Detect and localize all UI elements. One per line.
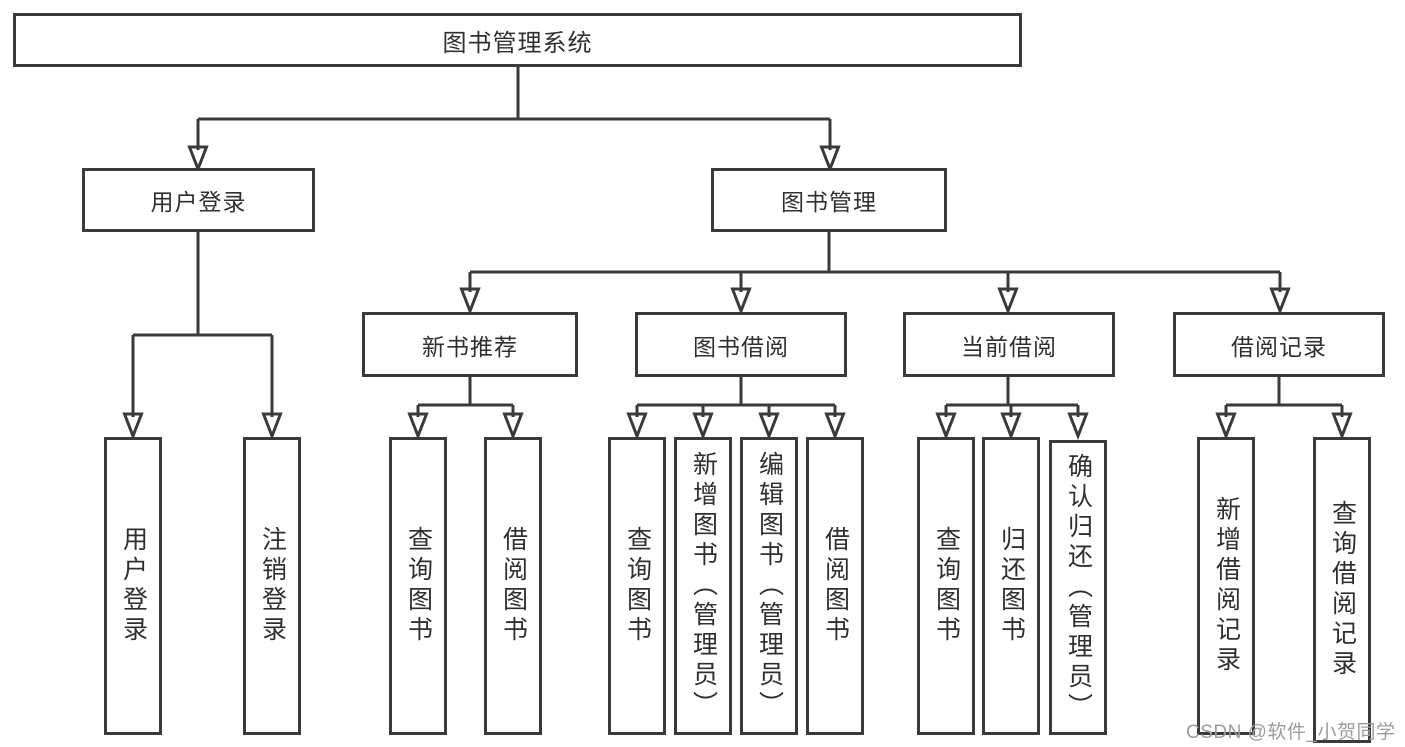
node-label: 借阅记录 (1231, 333, 1327, 360)
leaf-borrow-books: 借阅图书 (806, 437, 864, 735)
leaf-query-books-borrow: 查询图书 (608, 437, 666, 735)
node-label: 借阅图书 (499, 526, 528, 646)
node-label: 注销登录 (258, 526, 287, 646)
node-label: 编辑图书（管理员） (755, 451, 784, 721)
node-borrowing-records: 借阅记录 (1173, 312, 1385, 377)
leaf-add-books-admin: 新增图书（管理员） (674, 437, 732, 735)
leaf-borrow-books-recommend: 借阅图书 (484, 437, 542, 735)
node-label: 用户登录 (119, 526, 148, 646)
watermark: CSDN @软件_小贺同学 (1186, 722, 1396, 743)
node-label: 确认归还（管理员） (1064, 452, 1093, 723)
node-book-borrowing: 图书借阅 (635, 312, 847, 377)
node-user-login: 用户登录 (82, 168, 315, 232)
node-label: 借阅图书 (821, 526, 850, 646)
leaf-query-borrow-record: 查询借阅记录 (1313, 437, 1371, 743)
node-label: 查询图书 (623, 526, 652, 646)
node-label: 图书管理系统 (442, 29, 593, 57)
leaf-return-books: 归还图书 (982, 437, 1040, 735)
node-label: 图书借阅 (693, 333, 789, 360)
node-library-system: 图书管理系统 (13, 13, 1022, 67)
leaf-user-login: 用户登录 (104, 437, 162, 735)
node-label: 新增图书（管理员） (689, 451, 718, 721)
node-new-book-recommendation: 新书推荐 (362, 312, 578, 377)
node-label: 查询图书 (932, 526, 961, 646)
leaf-add-borrow-record: 新增借阅记录 (1197, 437, 1255, 735)
node-label: 查询借阅记录 (1328, 500, 1357, 680)
node-label: 图书管理 (781, 189, 877, 215)
node-current-borrowing: 当前借阅 (903, 312, 1115, 377)
node-book-management: 图书管理 (711, 168, 947, 232)
node-label: 新增借阅记录 (1212, 496, 1241, 676)
node-label: 查询图书 (404, 526, 433, 646)
node-label: 用户登录 (150, 189, 247, 215)
leaf-query-books-recommend: 查询图书 (389, 437, 447, 735)
leaf-edit-books-admin: 编辑图书（管理员） (740, 437, 798, 735)
node-label: 当前借阅 (961, 333, 1057, 360)
leaf-confirm-return-admin: 确认归还（管理员） (1049, 440, 1107, 735)
node-label: 归还图书 (997, 526, 1026, 646)
node-label: 新书推荐 (422, 333, 518, 360)
leaf-query-books-current: 查询图书 (917, 437, 975, 735)
leaf-logout-login: 注销登录 (243, 437, 301, 735)
